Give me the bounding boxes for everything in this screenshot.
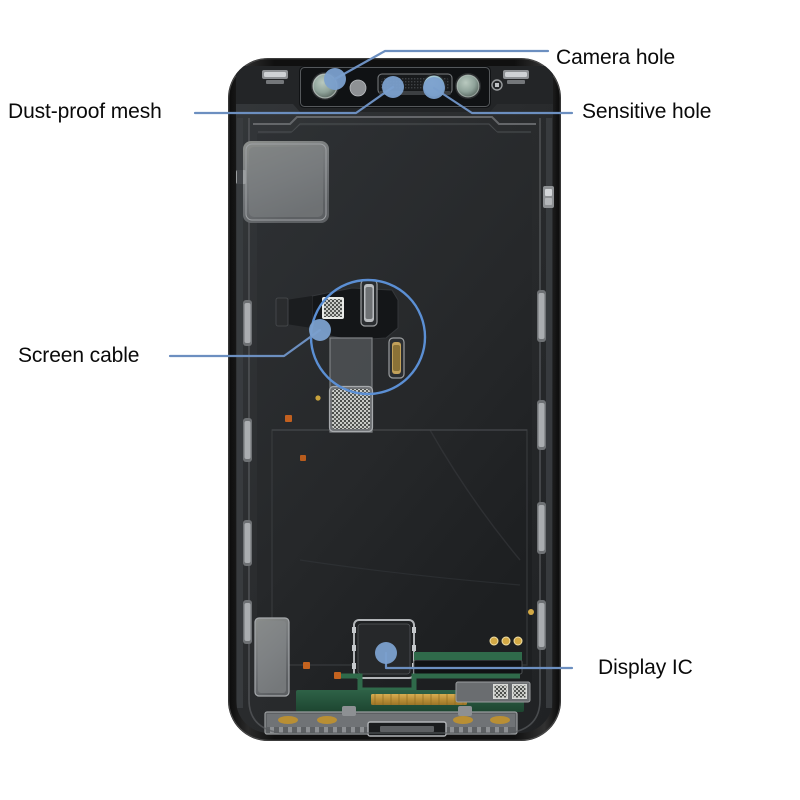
dust-proof-mesh-dot [382, 76, 404, 98]
display-ic-chip [352, 619, 416, 679]
bottom-assembly [254, 609, 534, 737]
label-camera-hole: Camera hole [556, 46, 676, 69]
label-display-ic: Display IC [598, 656, 693, 679]
side-clips-left [243, 300, 252, 644]
callout-screen-cable[interactable] [168, 278, 427, 396]
device-body [228, 58, 561, 741]
annotation-layer [168, 49, 574, 670]
camera-hole-dot [324, 68, 346, 90]
label-dust-proof-mesh: Dust-proof mesh [8, 100, 162, 123]
side-clips-right [537, 290, 546, 650]
label-screen-cable: Screen cable [18, 344, 140, 367]
callout-camera-hole[interactable] [324, 49, 550, 90]
label-sensitive-hole: Sensitive hole [582, 100, 712, 123]
screen-cable-dot [309, 319, 331, 341]
upper-left-shield-can [236, 141, 329, 223]
callout-sensitive-hole[interactable] [423, 77, 574, 115]
callout-dust-proof-mesh[interactable] [193, 76, 404, 115]
right-side-micro-connector [543, 186, 554, 208]
display-ic-dot [375, 642, 397, 664]
callout-display-ic[interactable] [375, 642, 574, 670]
emi-shield-qr-chip [328, 385, 374, 433]
sensitive-hole-dot [423, 77, 445, 99]
